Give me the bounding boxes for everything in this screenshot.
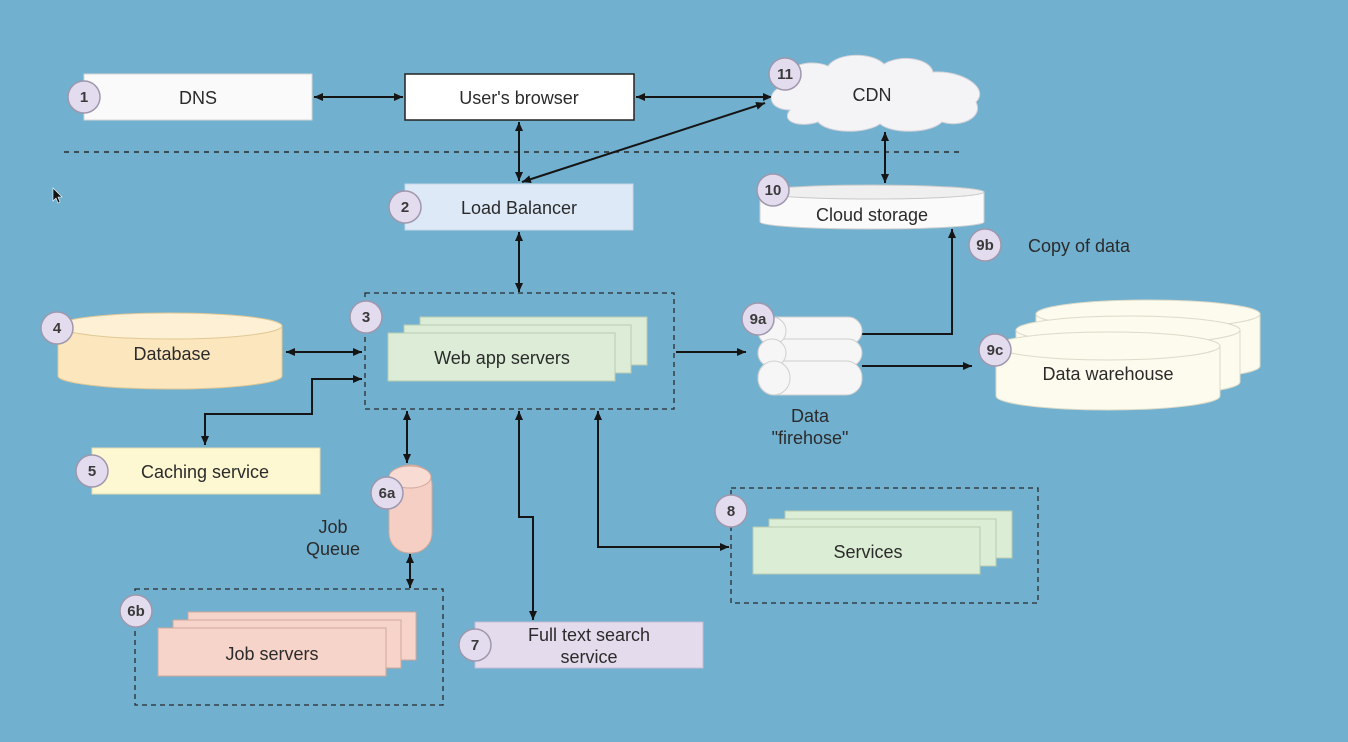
firehose-label-line2: "firehose"	[772, 428, 849, 448]
badge-9b-label: 9b	[976, 237, 994, 254]
badge-8	[714, 494, 748, 528]
browser-box	[404, 73, 635, 121]
services-node: Services 8	[714, 487, 1039, 604]
services-label: Services	[833, 542, 902, 562]
dns-node: DNS 1	[67, 73, 313, 121]
cloud-storage-node: Cloud storage 10	[756, 173, 985, 230]
job-queue-node: 6a Job Queue	[306, 464, 433, 559]
load-balancer-label: Load Balancer	[461, 198, 577, 218]
warehouse-label: Data warehouse	[1042, 364, 1173, 384]
web-app-label: Web app servers	[434, 348, 570, 368]
badge-7	[458, 628, 492, 662]
badge-9a	[741, 302, 775, 336]
dns-label: DNS	[179, 88, 217, 108]
job-servers-label: Job servers	[225, 644, 318, 664]
edge-lb-cdn	[521, 101, 766, 184]
caching-label: Caching service	[141, 462, 269, 482]
services-dashed-frame	[730, 487, 1039, 604]
copy-of-data-label: Copy of data	[1028, 236, 1131, 256]
job-servers-node: Job servers 6b	[119, 588, 444, 706]
cloud-storage-body	[759, 191, 985, 230]
warehouse-front-body	[995, 345, 1221, 411]
database-node: Database 4	[40, 311, 283, 390]
badge-9b	[968, 228, 1002, 262]
badge-5	[75, 454, 109, 488]
badge-4-label: 4	[53, 320, 62, 337]
caching-box	[91, 447, 321, 495]
badge-10	[756, 173, 790, 207]
badge-4	[40, 311, 74, 345]
browser-label: User's browser	[459, 88, 578, 108]
badge-2-label: 2	[401, 199, 409, 216]
edge-firehose-storage	[862, 229, 956, 335]
web-app-stack-front	[387, 332, 616, 382]
cdn-cloud	[771, 54, 981, 132]
search-label-line1: Full text search	[528, 625, 650, 645]
caching-node: Caching service 5	[75, 447, 321, 495]
search-label-line2: service	[560, 647, 617, 667]
badge-3-label: 3	[362, 309, 370, 326]
badge-10-label: 10	[765, 182, 782, 199]
database-body	[57, 325, 283, 390]
services-stack-front	[752, 526, 981, 575]
job-servers-dashed-frame	[134, 588, 444, 706]
badge-8-label: 8	[727, 503, 735, 520]
badge-9c	[978, 333, 1012, 367]
badge-7-label: 7	[471, 637, 479, 654]
badge-6a-label: 6a	[379, 485, 396, 502]
badge-6b	[119, 594, 153, 628]
load-balancer-node: Load Balancer 2	[388, 183, 634, 231]
edge-cache-webapp	[201, 375, 362, 445]
badge-9a-label: 9a	[750, 311, 767, 328]
badge-2	[388, 190, 422, 224]
load-balancer-box	[404, 183, 634, 231]
badge-3	[349, 300, 383, 334]
edge-webapp-services	[594, 411, 729, 551]
database-label: Database	[133, 344, 210, 364]
browser-node: User's browser	[404, 73, 635, 121]
firehose-end-3	[757, 360, 791, 396]
firehose-node: 9a Data "firehose"	[741, 302, 863, 448]
badge-5-label: 5	[88, 463, 96, 480]
job-queue-label-line2: Queue	[306, 539, 360, 559]
database-top	[57, 312, 283, 340]
badge-1	[67, 80, 101, 114]
search-node: Full text search service 7	[458, 621, 704, 669]
cdn-node: CDN 11	[768, 54, 981, 132]
search-box	[474, 621, 704, 669]
edge-webapp-search	[515, 411, 537, 620]
badge-9c-label: 9c	[987, 342, 1004, 359]
badge-6a	[370, 476, 404, 510]
badge-1-label: 1	[80, 89, 88, 106]
copy-of-data-note: 9b Copy of data	[968, 228, 1131, 262]
job-servers-stack-front	[157, 627, 387, 677]
connectors	[201, 93, 972, 620]
cloud-storage-top	[759, 184, 985, 200]
web-app-node: Web app servers 3	[349, 292, 675, 410]
mouse-cursor-icon	[52, 187, 63, 204]
badge-11	[768, 57, 802, 91]
cdn-label: CDN	[853, 85, 892, 105]
web-app-dashed-frame	[364, 292, 675, 410]
warehouse-node: Data warehouse 9c	[978, 299, 1261, 411]
cloud-storage-label: Cloud storage	[816, 205, 928, 225]
job-queue-label-line1: Job	[318, 517, 347, 537]
firehose-label-line1: Data	[791, 406, 830, 426]
badge-11-label: 11	[777, 66, 793, 83]
warehouse-front-top	[995, 331, 1221, 361]
badge-6b-label: 6b	[127, 603, 145, 620]
